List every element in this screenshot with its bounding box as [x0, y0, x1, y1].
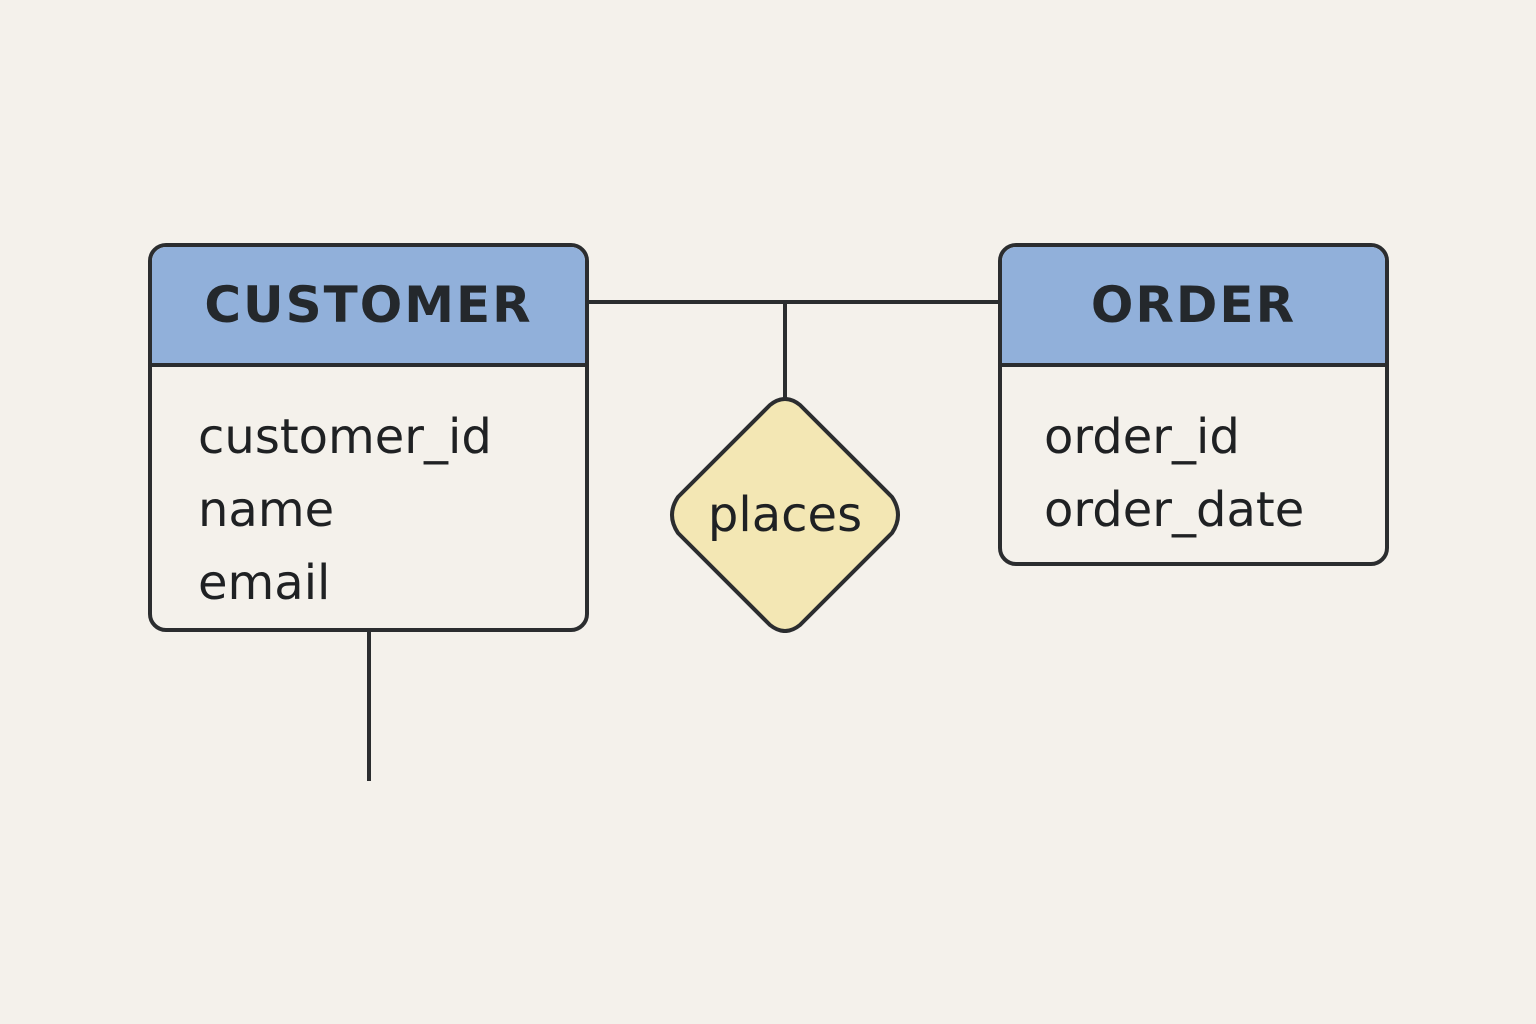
- customer-attribute-list: customer_id name email: [152, 367, 585, 620]
- order-entity[interactable]: ORDER order_id order_date: [998, 243, 1389, 566]
- customer-attribute: name: [198, 482, 335, 538]
- customer-entity-header: CUSTOMER: [152, 247, 585, 367]
- order-attribute: order_id: [1044, 409, 1240, 465]
- relationship-diamond-shape: [670, 397, 900, 633]
- relationship-label: places: [707, 487, 863, 543]
- relationship-diamond: [670, 397, 900, 633]
- customer-entity[interactable]: CUSTOMER customer_id name email: [148, 243, 589, 632]
- places-relationship[interactable]: places: [666, 397, 904, 633]
- order-entity-header: ORDER: [1002, 247, 1385, 367]
- order-attribute-list: order_id order_date: [1002, 367, 1385, 547]
- customer-attribute: customer_id: [198, 409, 492, 465]
- order-attribute: order_date: [1044, 482, 1305, 538]
- customer-attribute: email: [198, 555, 331, 611]
